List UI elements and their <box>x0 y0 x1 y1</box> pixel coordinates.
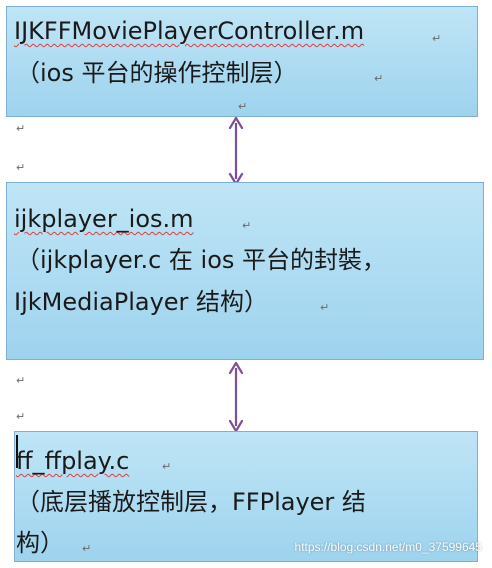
ffplay-box <box>14 431 478 562</box>
ios-controller-description-text: （ios 平台的操作控制层） <box>16 59 298 87</box>
paragraph-mark-icon: ↵ <box>16 374 26 387</box>
ios-controller-box <box>6 6 478 117</box>
paragraph-mark-icon: ↵ <box>238 100 248 113</box>
text-cursor <box>16 435 18 468</box>
ios-wrapper-box <box>6 182 484 360</box>
paragraph-mark-icon: ↵ <box>16 161 26 174</box>
watermark: https://blog.csdn.net/m0_37599645 <box>294 540 482 554</box>
ios-controller-filename: IJKFFMoviePlayerController.m <box>14 16 364 46</box>
ios-wrapper-description-line2-text: IjkMediaPlayer 结构） <box>14 288 269 316</box>
paragraph-mark-icon: ↵ <box>432 32 442 45</box>
ios-wrapper-description-line1-text: （ijkplayer.c 在 ios 平台的封裝， <box>16 246 387 274</box>
ffplay-description-line2: 构） <box>16 528 64 558</box>
paragraph-mark-icon: ↵ <box>320 301 330 314</box>
ios-wrapper-filename: ijkplayer_ios.m <box>14 204 194 234</box>
ios-wrapper-description-line1: （ijkplayer.c 在 ios 平台的封裝， <box>16 245 386 275</box>
paragraph-mark-icon: ↵ <box>162 460 172 473</box>
paragraph-mark-icon: ↵ <box>82 542 92 555</box>
paragraph-mark-icon: ↵ <box>16 410 26 423</box>
ios-wrapper-filename-text: ijkplayer_ios.m <box>14 205 194 233</box>
ios-controller-description: （ios 平台的操作控制层） <box>16 58 297 88</box>
paragraph-mark-icon: ↵ <box>374 72 384 85</box>
connector-arrow-2 <box>228 361 244 433</box>
paragraph-mark-icon: ↵ <box>16 122 26 135</box>
ffplay-description-line2-text: 构） <box>16 529 64 557</box>
ffplay-filename: ff_ffplay.c <box>16 446 129 476</box>
paragraph-mark-icon: ↵ <box>242 219 252 232</box>
ffplay-description-line1-text: （底层播放控制层，FFPlayer 结 <box>16 488 366 516</box>
connector-arrow-1 <box>228 116 244 186</box>
ios-wrapper-description-line2: IjkMediaPlayer 结构） <box>14 287 268 317</box>
ios-controller-filename-text: IJKFFMoviePlayerController.m <box>14 17 365 45</box>
ffplay-description-line1: （底层播放控制层，FFPlayer 结 <box>16 487 366 517</box>
ffplay-filename-text: ff_ffplay.c <box>16 447 130 475</box>
